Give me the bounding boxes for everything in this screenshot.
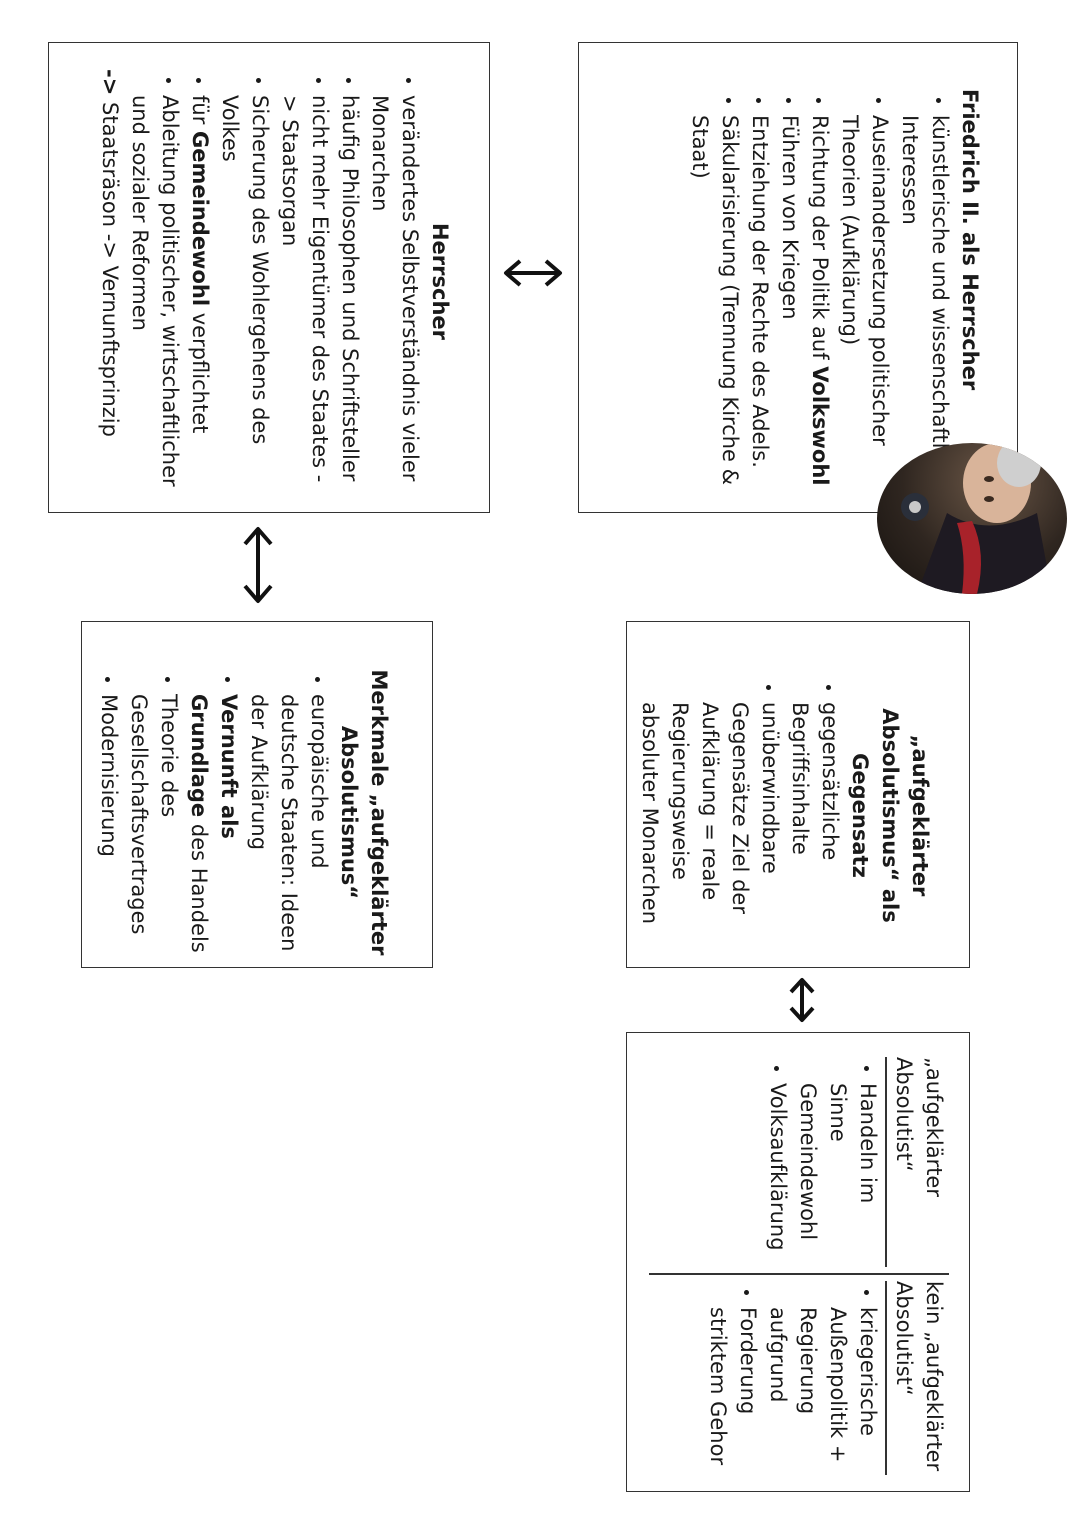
footer-text: Staatsräson -> Vernunftsprinzip xyxy=(98,102,122,437)
column-header: kein „aufgeklärter Absolutist“ xyxy=(885,1281,949,1475)
vernunft-text: Vernunft als Grundlage xyxy=(187,694,241,839)
list-item: Säkularisierung (Trennung Kirche & Staat… xyxy=(685,115,745,494)
list-item: Richtung der Politik auf Volkswohl xyxy=(805,115,835,494)
friedrich-title: Friedrich II. als Herrscher xyxy=(958,89,982,391)
list-item: Auseinandersetzung politischer Theorien … xyxy=(835,115,895,494)
volkswohl-text: Volkswohl xyxy=(808,366,832,486)
list-item: verändertes Selbstverständnis vieler Mon… xyxy=(365,95,425,494)
column-nicht-aufgeklaert: kein „aufgeklärter Absolutist“ kriegeris… xyxy=(649,1275,949,1475)
gemein-prefix: für xyxy=(188,95,212,125)
friedrich-box: Friedrich II. als Herrscher künstlerisch… xyxy=(578,42,1018,513)
herrscher-box: Herrscher verändertes Selbstverständnis … xyxy=(48,42,490,513)
herrscher-content: Herrscher verändertes Selbstverständnis … xyxy=(49,43,491,514)
list-item: häufig Philosophen und Schriftsteller xyxy=(335,95,365,494)
gemein-suffix: verpflichtet xyxy=(188,312,212,434)
merkmale-title: Merkmale „aufgeklärter Absolutismus“ xyxy=(337,669,391,956)
politik-text: Richtung der Politik auf xyxy=(808,115,832,360)
gegensatz-box: „aufgeklärter Absolutismus“ als Gegensat… xyxy=(626,621,970,968)
list-item: Handeln im Sinne Gemeindewohl xyxy=(793,1083,883,1267)
right-list: kriegerische Außenpolitik + Regierung au… xyxy=(703,1281,883,1475)
list-item: Forderung striktem Gehor xyxy=(703,1307,763,1475)
vergleich-box: „aufgeklärter Absolutist“ Handeln im Sin… xyxy=(626,1032,970,1492)
herrscher-list: verändertes Selbstverständnis vieler Mon… xyxy=(125,69,425,494)
friedrich-content: Friedrich II. als Herrscher künstlerisch… xyxy=(579,43,1019,514)
gegensatz-title: „aufgeklärter Absolutismus“ als Gegensat… xyxy=(848,708,932,923)
double-arrow-icon xyxy=(504,259,562,287)
list-item: Volksaufklärung xyxy=(763,1083,793,1267)
list-item: nicht mehr Eigentümer des Staates -> Sta… xyxy=(275,95,335,494)
friedrich-list: künstlerische und wissenschaftliche Inte… xyxy=(685,89,955,494)
merkmale-content: Merkmale „aufgeklärter Absolutismus“ eur… xyxy=(82,622,434,969)
list-item: Vernunft als Grundlage des Handels xyxy=(184,694,244,957)
list-item: europäische und deutsche Staaten: Ideen … xyxy=(244,694,334,957)
column-aufgeklaert: „aufgeklärter Absolutist“ Handeln im Sin… xyxy=(649,1057,949,1275)
vernunft-suffix: des Handels xyxy=(187,823,211,953)
list-item: Ableitung politischer, wirtschaftlicher … xyxy=(125,95,185,494)
footer-arrow: -> xyxy=(98,69,122,96)
list-item: für Gemeindewohl verpflichtet xyxy=(185,95,215,494)
herrscher-footer: -> Staatsräson -> Vernunftsprinzip xyxy=(95,69,125,494)
left-list: Handeln im Sinne Gemeindewohl Volksaufkl… xyxy=(763,1057,883,1267)
gegensatz-content: „aufgeklärter Absolutismus“ als Gegensat… xyxy=(627,622,971,969)
double-arrow-icon xyxy=(243,527,273,603)
portrait-image xyxy=(877,443,1067,594)
comparison-table: „aufgeklärter Absolutist“ Handeln im Sin… xyxy=(649,1057,949,1475)
double-arrow-icon xyxy=(789,978,815,1022)
merkmale-list: europäische und deutsche Staaten: Ideen … xyxy=(94,668,334,957)
list-item: Modernisierung xyxy=(94,694,124,957)
list-item: kriegerische Außenpolitik + Regierung au… xyxy=(763,1307,883,1475)
list-item: Sicherung des Wohlergehens des Volkes xyxy=(215,95,275,494)
list-item: Führen von Kriegen xyxy=(775,115,805,494)
list-item: künstlerische und wissenschaftliche Inte… xyxy=(895,115,955,494)
column-header: „aufgeklärter Absolutist“ xyxy=(885,1057,949,1267)
list-item: Entziehung der Rechte des Adels. xyxy=(745,115,775,494)
gemeindewohl-text: Gemeindewohl xyxy=(188,131,212,307)
merkmale-box: Merkmale „aufgeklärter Absolutismus“ eur… xyxy=(81,621,433,968)
vergleich-content: „aufgeklärter Absolutist“ Handeln im Sin… xyxy=(627,1033,971,1493)
list-item: gegensätzliche Begriffsinhalte xyxy=(785,702,845,955)
herrscher-title: Herrscher xyxy=(428,222,452,341)
list-item: Theorie des Gesellschaftsvertrages xyxy=(124,694,184,957)
gegensatz-list: gegensätzliche Begriffsinhalte unüberwin… xyxy=(635,676,845,955)
portrait-drawing xyxy=(901,443,1052,594)
list-item: unüberwindbare Gegensätze Ziel der Aufkl… xyxy=(635,702,785,955)
